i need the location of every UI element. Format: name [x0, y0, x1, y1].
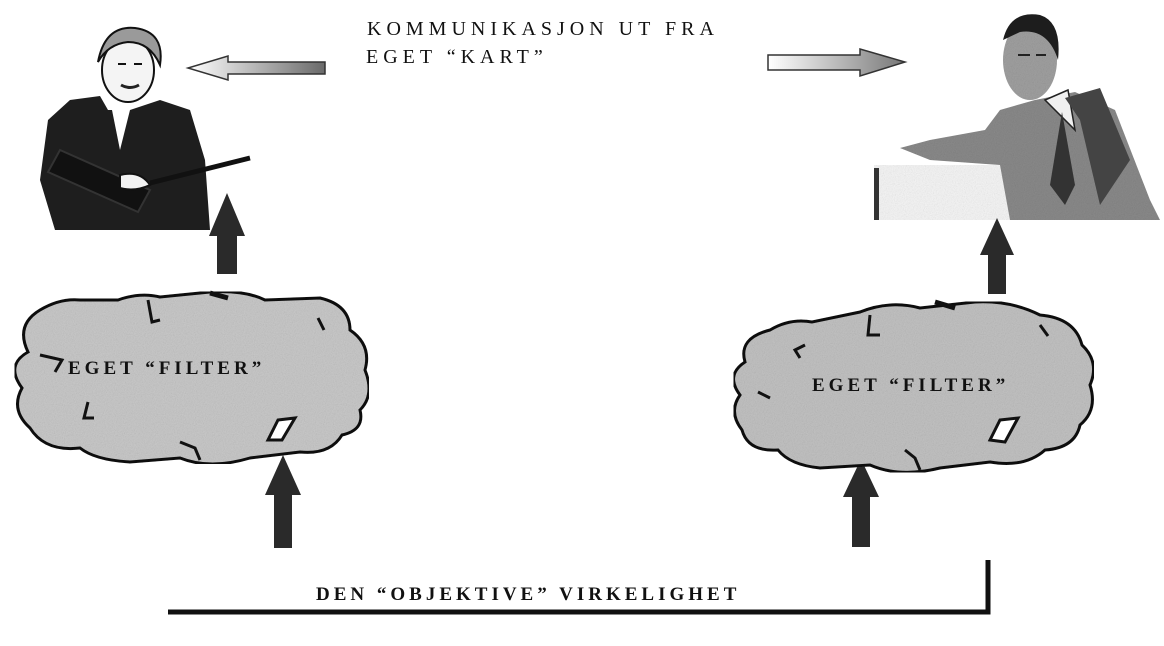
woman-figure [40, 26, 251, 230]
bottom-reality-label: DEN “OBJEKTIVE” VIRKELIGHET [316, 584, 741, 605]
arrow-up-icon [980, 218, 1014, 294]
right-filter-label: EGET “FILTER” [812, 375, 1010, 396]
reality-bracket-line [168, 560, 991, 615]
arrow-left-icon [185, 54, 326, 82]
arrow-up-icon [843, 459, 879, 547]
man-figure [874, 14, 1160, 220]
arrow-up-icon [209, 193, 245, 274]
top-label-line1: KOMMUNIKASJON UT FRA [367, 18, 719, 40]
cloud-shape [732, 299, 1096, 474]
arrow-right-icon [767, 48, 908, 78]
left-filter-label: EGET “FILTER” [68, 358, 266, 379]
top-label-line2: EGET “KART” [366, 46, 548, 68]
arrow-up-icon [265, 455, 301, 548]
cloud-shape [13, 290, 371, 466]
